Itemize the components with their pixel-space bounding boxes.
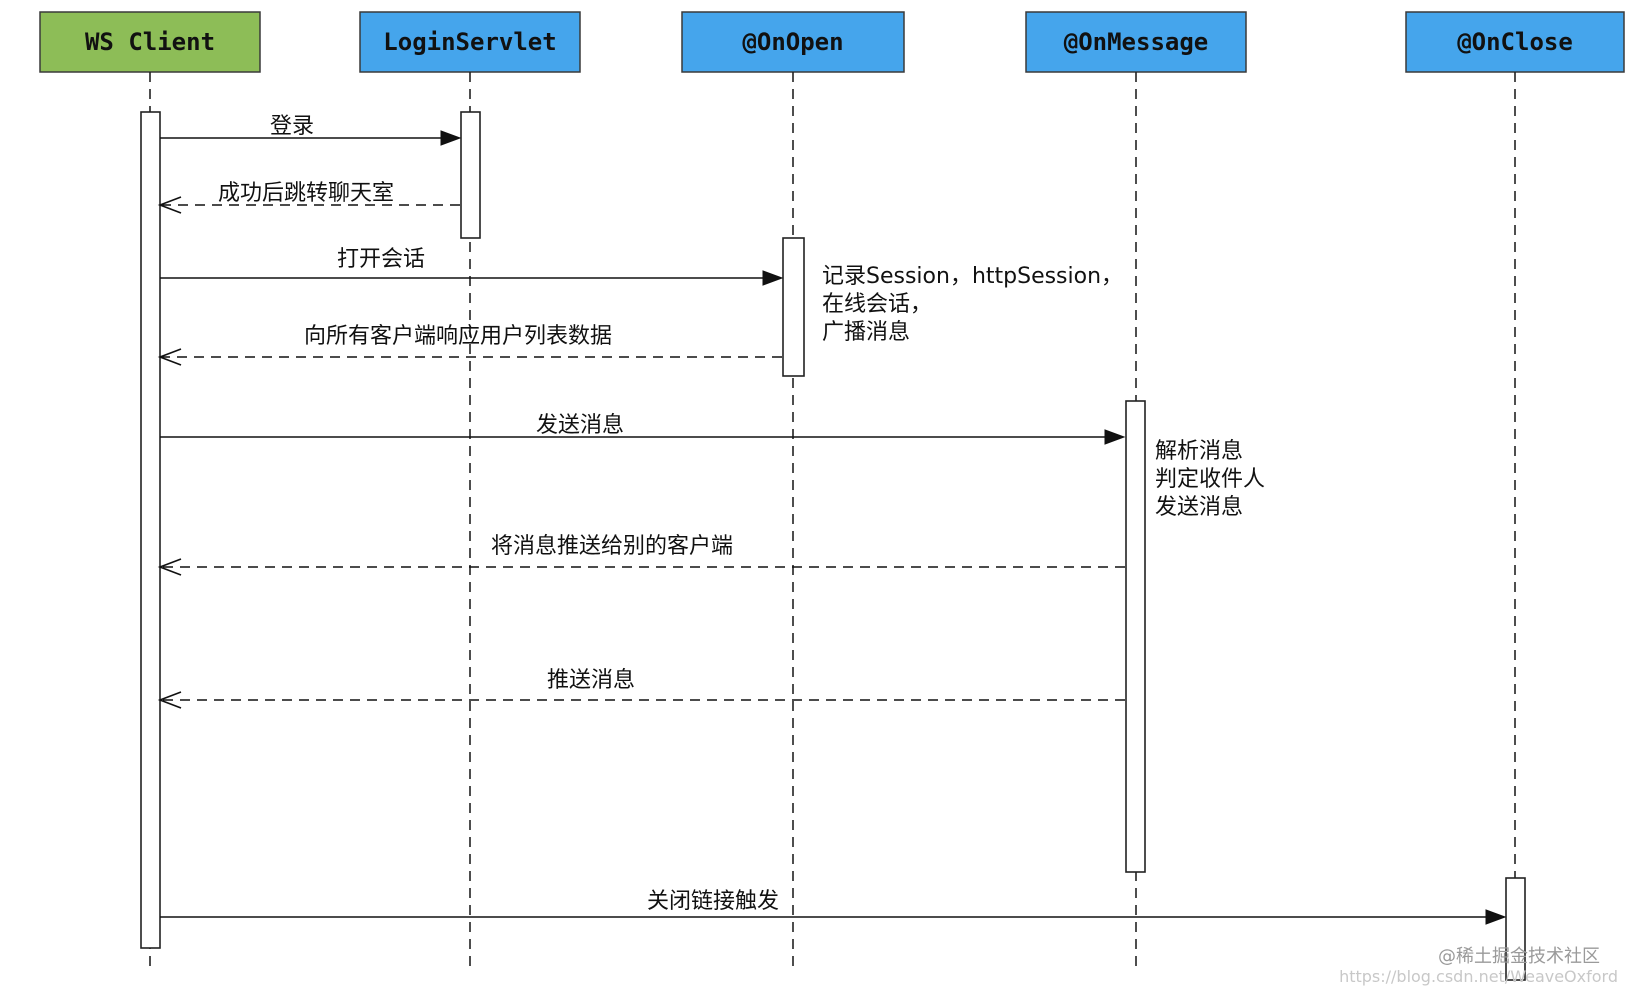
message-user-list: 向所有客户端响应用户列表数据: [157, 324, 782, 366]
message-close-label: 关闭链接触发: [647, 889, 779, 914]
message-push-others-label: 将消息推送给别的客户端: [491, 534, 733, 559]
message-user-list-label: 向所有客户端响应用户列表数据: [304, 324, 612, 349]
message-open-session: 打开会话: [160, 247, 784, 286]
note-on-open-line-1: 记录Session，httpSession，: [822, 264, 1123, 289]
participant-login-servlet: LoginServlet: [359, 11, 581, 73]
participant-ws-client-label: WS Client: [85, 28, 215, 56]
message-login-success-arrowhead: [157, 196, 182, 214]
participant-login-servlet-label: LoginServlet: [383, 28, 556, 56]
message-push-others-arrowhead: [157, 558, 182, 576]
activation-on-open: [782, 237, 805, 377]
message-login-label: 登录: [270, 114, 314, 139]
message-push-others: 将消息推送给别的客户端: [157, 534, 1125, 576]
message-login: 登录: [160, 114, 462, 146]
message-push-arrowhead: [157, 691, 182, 709]
message-login-arrowhead: [440, 130, 462, 146]
activation-on-message: [1125, 400, 1146, 873]
activation-login-servlet: [460, 111, 481, 239]
note-on-message-line-3: 发送消息: [1155, 495, 1243, 520]
participant-login-servlet-box: [359, 11, 581, 73]
participant-on-close: @OnClose: [1405, 11, 1625, 73]
note-on-message-line-2: 判定收件人: [1155, 467, 1265, 492]
message-push-label: 推送消息: [547, 668, 635, 693]
watermark-url: https://blog.csdn.net/WeaveOxford: [1339, 967, 1618, 986]
message-login-success: 成功后跳转聊天室: [157, 181, 460, 214]
message-send: 发送消息: [160, 413, 1126, 445]
participant-on-open: @OnOpen: [681, 11, 905, 73]
activation-ws-client: [140, 111, 161, 949]
message-open-session-arrowhead: [762, 270, 784, 286]
participant-on-open-label: @OnOpen: [742, 28, 843, 56]
note-on-open: 记录Session，httpSession， 在线会话， 广播消息: [822, 264, 1123, 345]
participant-ws-client-box: [39, 11, 261, 73]
message-send-label: 发送消息: [536, 413, 624, 438]
activation-on-close: [1505, 877, 1526, 981]
participant-ws-client: WS Client: [39, 11, 261, 73]
message-close: 关闭链接触发: [160, 889, 1507, 925]
message-push: 推送消息: [157, 668, 1125, 709]
message-open-session-label: 打开会话: [337, 247, 425, 272]
note-on-open-line-2: 在线会话，: [822, 292, 932, 317]
message-user-list-arrowhead: [157, 348, 182, 366]
participant-on-close-label: @OnClose: [1457, 28, 1573, 56]
note-on-open-line-3: 广播消息: [822, 320, 910, 345]
participant-on-message-label: @OnMessage: [1064, 28, 1209, 56]
note-on-message: 解析消息 判定收件人 发送消息: [1155, 439, 1265, 520]
watermark-brand: @稀土掘金技术社区: [1438, 946, 1600, 967]
participant-on-open-box: [681, 11, 905, 73]
message-send-arrowhead: [1104, 429, 1126, 445]
participant-on-message: @OnMessage: [1025, 11, 1247, 73]
note-on-message-line-1: 解析消息: [1155, 439, 1243, 464]
participant-on-message-box: [1025, 11, 1247, 73]
message-close-arrowhead: [1485, 909, 1507, 925]
message-login-success-label: 成功后跳转聊天室: [218, 181, 394, 206]
